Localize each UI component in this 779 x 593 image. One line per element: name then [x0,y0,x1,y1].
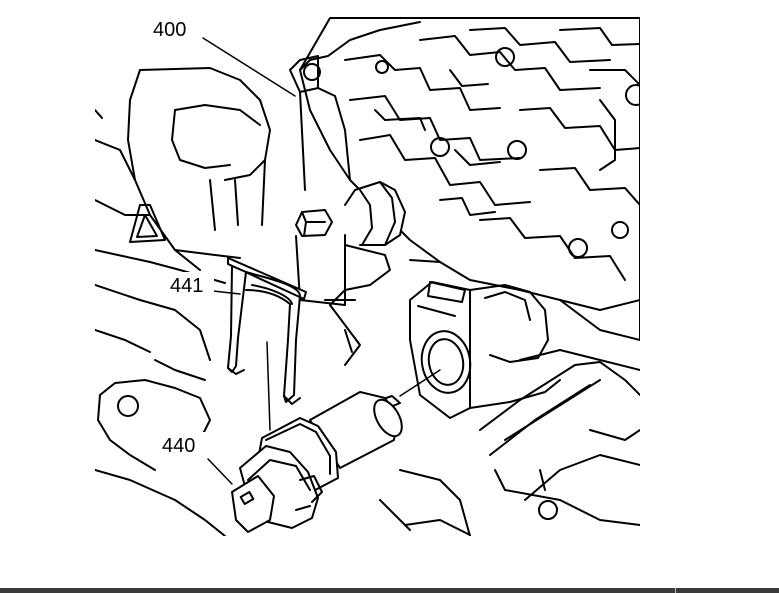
callout-400: 400 [153,19,186,41]
mounting-bolt [295,209,346,306]
footer-bar [0,588,779,593]
transmission-case [95,67,271,536]
retainer-clip [227,257,307,405]
callout-labels: 400 441 440 [150,16,214,458]
leader-sensor-to-bore [399,369,441,397]
leader-clip-to-sensor [266,341,271,431]
speed-sensor [231,391,403,533]
lower-housing [379,361,640,536]
leader-441 [212,290,241,295]
leader-400 [202,37,296,97]
footer-divider [675,588,676,593]
leader-440 [207,458,233,485]
callout-440: 440 [162,435,195,457]
sensor-bore-boss [409,281,640,419]
leader-lines [202,37,441,485]
valve-body [289,17,640,341]
internal-wiring-harness [324,181,406,366]
callout-441: 441 [170,275,203,297]
